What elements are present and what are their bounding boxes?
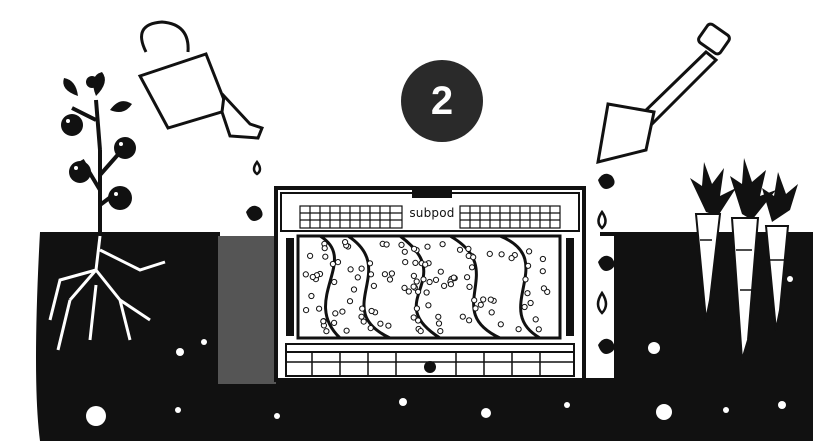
step-number-badge: 2 [401,60,483,142]
watering-can-icon [140,22,262,138]
subpod-logo: subpod [407,206,457,220]
shovel-icon [598,23,731,162]
soil-shadow [218,236,276,384]
